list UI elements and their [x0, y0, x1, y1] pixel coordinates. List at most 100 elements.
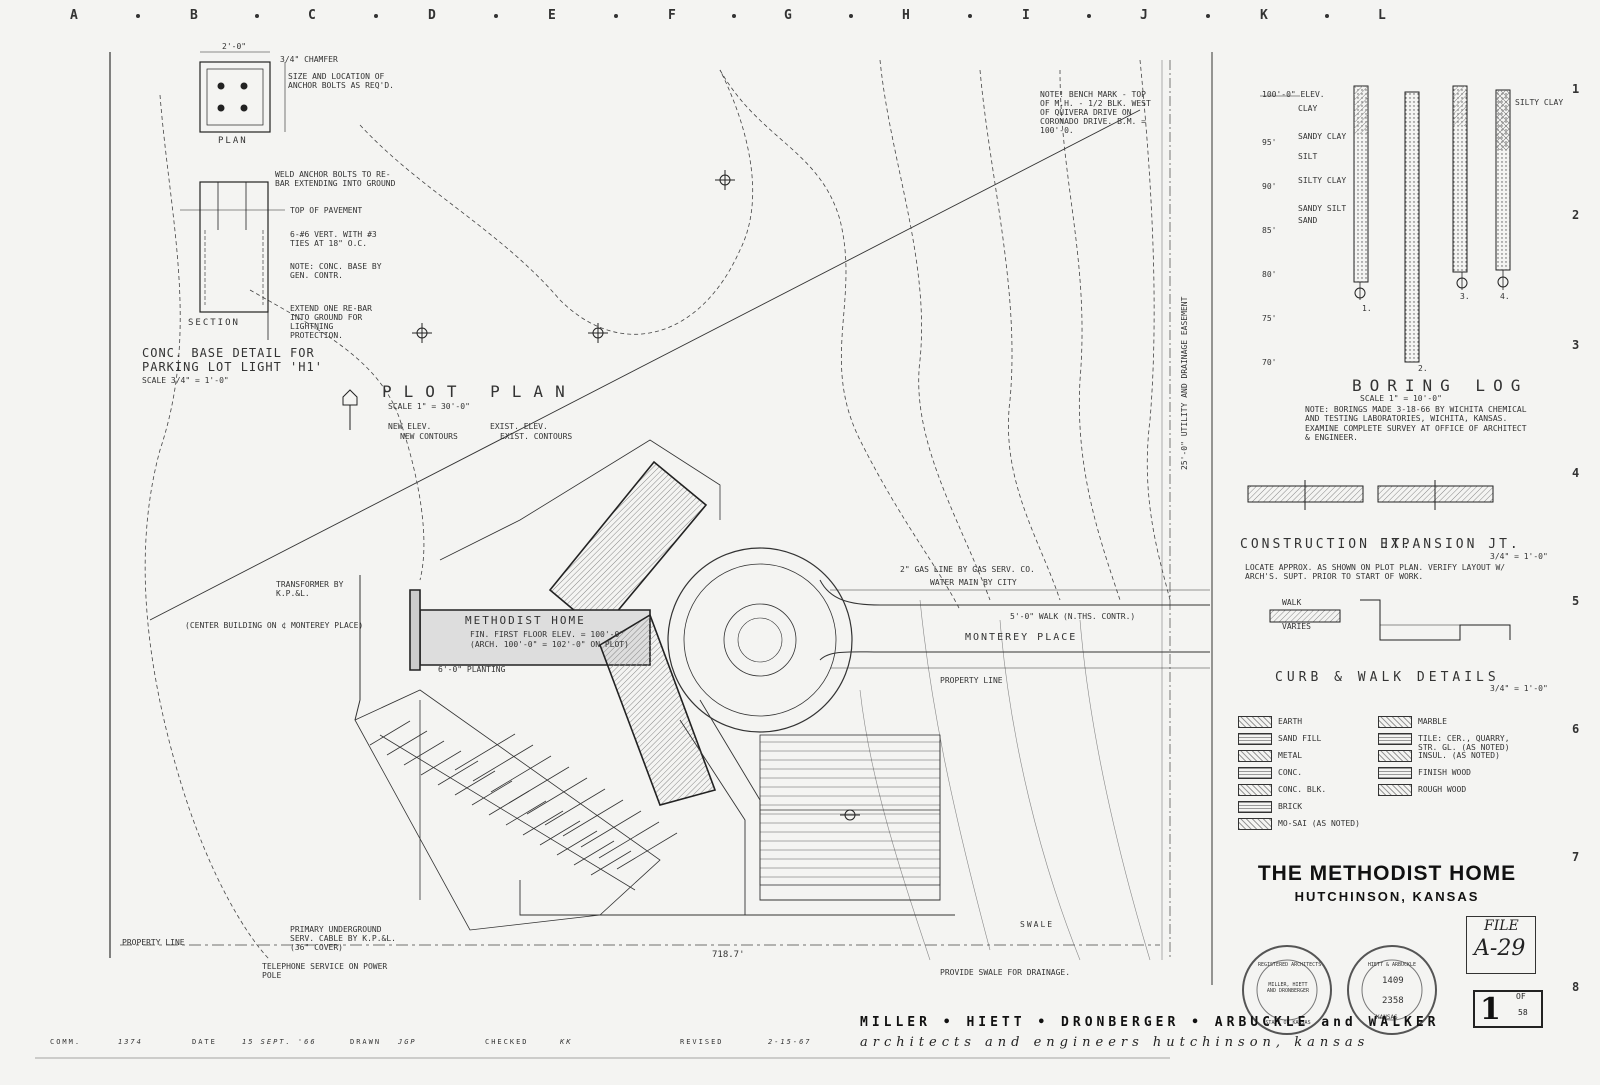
parking-stall-line — [471, 780, 513, 806]
boring-soil-label: SANDY SILT — [1298, 204, 1347, 213]
seal2-top: HIETT & ARBUCKLE — [1367, 962, 1417, 968]
grid-letter-a: A — [70, 8, 79, 23]
circle-drive — [667, 547, 853, 733]
material-swatch — [1238, 784, 1272, 796]
boring-soil-label: SILTY CLAY — [1298, 176, 1347, 185]
material-swatch — [1378, 767, 1412, 779]
plot-plan-title: PLOT PLAN — [382, 382, 577, 401]
material-label: MO-SAI (AS NOTED) — [1278, 819, 1360, 828]
parking-stall-line — [454, 733, 516, 771]
plot-plan-scale: SCALE 1" = 30'-0" — [388, 402, 470, 411]
seal2-bot: KANSAS — [1376, 1014, 1398, 1021]
material-swatch — [1378, 750, 1412, 762]
joint-scale: 3/4" = 1'-0" — [1490, 552, 1548, 561]
boring-log-title: BORING LOG — [1352, 376, 1529, 395]
parking-stall-line — [420, 750, 462, 776]
phone-label: TELEPHONE SERVICE ON POWER POLE — [262, 962, 388, 980]
base-weld-note: WELD ANCHOR BOLTS TO RE-BAR EXTENDING IN… — [275, 170, 396, 188]
material-label: EARTH — [1278, 717, 1303, 726]
boring-number: 3. — [1460, 292, 1470, 301]
grid-letter-i: I — [1022, 8, 1031, 23]
sheet-total: 58 — [1518, 1008, 1528, 1017]
parking-stall-line — [556, 830, 598, 856]
parking-stall-line — [437, 760, 479, 786]
material-label: BRICK — [1278, 802, 1303, 811]
base-detail-scale: SCALE 3/4" = 1'-0" — [142, 376, 229, 385]
property-line-label: PROPERTY LINE — [940, 676, 1003, 685]
material-label: MARBLE — [1418, 717, 1447, 726]
boring-log-note-2: EXAMINE COMPLETE SURVEY AT OFFICE OF ARC… — [1305, 424, 1527, 442]
parking-stall-line — [539, 820, 581, 846]
diagonal-boundary — [149, 109, 1141, 621]
file-label: FILE — [1484, 918, 1519, 934]
grid-letter-d: D — [428, 8, 437, 23]
material-swatch — [1238, 818, 1272, 830]
grid-number-2: 2 — [1572, 208, 1580, 222]
new-contours — [859, 599, 1151, 961]
grid-letter-g: G — [784, 8, 793, 23]
base-detail-title: CONC. BASE DETAIL FOR — [142, 346, 315, 360]
base-conc-note: NOTE: CONC. BASE BY GEN. CONTR. — [290, 262, 382, 280]
grid-letter-f: F — [668, 8, 677, 23]
grid-dot — [136, 14, 140, 18]
existing-contours — [144, 59, 1171, 961]
parking-stall-line — [562, 799, 624, 837]
expansion-joint-title: EXPANSION JT. — [1380, 537, 1521, 552]
checked-label: CHECKED — [485, 1038, 529, 1046]
material-swatch — [1238, 733, 1272, 745]
seal1-bot: STATE OF KANSAS — [1265, 1020, 1311, 1026]
light-pole-symbol — [342, 389, 358, 430]
engineer-seal — [1347, 945, 1437, 1035]
material-swatch — [1238, 801, 1272, 813]
joint-details — [1247, 480, 1494, 510]
swale-label: SWALE — [1020, 920, 1055, 929]
street-label: MONTEREY PLACE — [965, 632, 1078, 643]
project-title: THE METHODIST HOME — [1257, 862, 1517, 885]
boring-soil-label: SANDY CLAY — [1298, 132, 1347, 141]
boring-number: 2. — [1418, 364, 1428, 373]
firm-name: MILLER • HIETT • DRONBERGER • ARBUCKLE a… — [860, 1015, 1440, 1030]
property-line-south-label: PROPERTY LINE — [122, 938, 185, 947]
architect-seal — [1242, 945, 1332, 1035]
drainage-label: PROVIDE SWALE FOR DRAINAGE. — [940, 968, 1071, 977]
site-boundary-west — [354, 575, 361, 721]
construction-joint-title: CONSTRUCTION JT. — [1240, 537, 1414, 552]
boring-log-chart — [1260, 85, 1511, 363]
file-number: A-29 — [1474, 936, 1526, 961]
parking-stall-line — [526, 777, 588, 815]
planting-label: 6'-0" PLANTING — [438, 665, 506, 674]
grid-number-7: 7 — [1572, 850, 1580, 864]
base-anchor-note: SIZE AND LOCATION OF ANCHOR BOLTS AS REQ… — [288, 72, 394, 90]
grid-letter-j: J — [1140, 8, 1149, 23]
grid-letter-h: H — [902, 8, 911, 23]
gas-line-label: 2" GAS LINE BY GAS SERV. CO. — [900, 565, 1035, 574]
base-chamfer-note: 3/4" CHAMFER — [280, 55, 338, 64]
center-note: (CENTER BUILDING ON ¢ MONTEREY PLACE) — [185, 621, 364, 630]
boring-soil-label: SAND — [1298, 216, 1318, 225]
material-swatch — [1238, 750, 1272, 762]
boring-soil-label: SILT — [1298, 152, 1318, 161]
checked-value: KK — [560, 1038, 573, 1046]
parking-stall-line — [544, 788, 606, 826]
base-dim-top: 2'-0" — [222, 42, 247, 51]
floor-elev-note: (ARCH. 100'-0" = 102'-0" ON PLOT) — [470, 640, 629, 649]
grid-letter-b: B — [190, 8, 199, 23]
benchmark-note: NOTE! BENCH MARK - TOP OF M.H. - 1/2 BLK… — [1040, 90, 1151, 135]
parking-stall-line — [386, 730, 428, 756]
curb-detail — [1269, 599, 1511, 641]
parking-stall-line — [598, 821, 660, 859]
grid-letter-l: L — [1378, 8, 1387, 23]
seal1-mid: MILLER, HIETT AND DRONBERGER — [1266, 982, 1310, 994]
base-detail-section — [180, 181, 285, 340]
boring-elev-label: 70' — [1262, 358, 1277, 367]
grid-number-3: 3 — [1572, 338, 1580, 352]
boring-elev-label: 95' — [1262, 138, 1277, 147]
date-label: DATE — [192, 1038, 217, 1046]
benchmark-markers — [412, 170, 860, 821]
parking-stall-line — [616, 832, 678, 870]
building-methodist-home — [409, 460, 717, 806]
grid-number-1: 1 — [1572, 82, 1580, 96]
grid-number-6: 6 — [1572, 722, 1580, 736]
easement-label: 25'-0" UTILITY AND DRAINAGE EASEMENT — [1180, 296, 1189, 470]
parking-stall-line — [403, 740, 445, 766]
